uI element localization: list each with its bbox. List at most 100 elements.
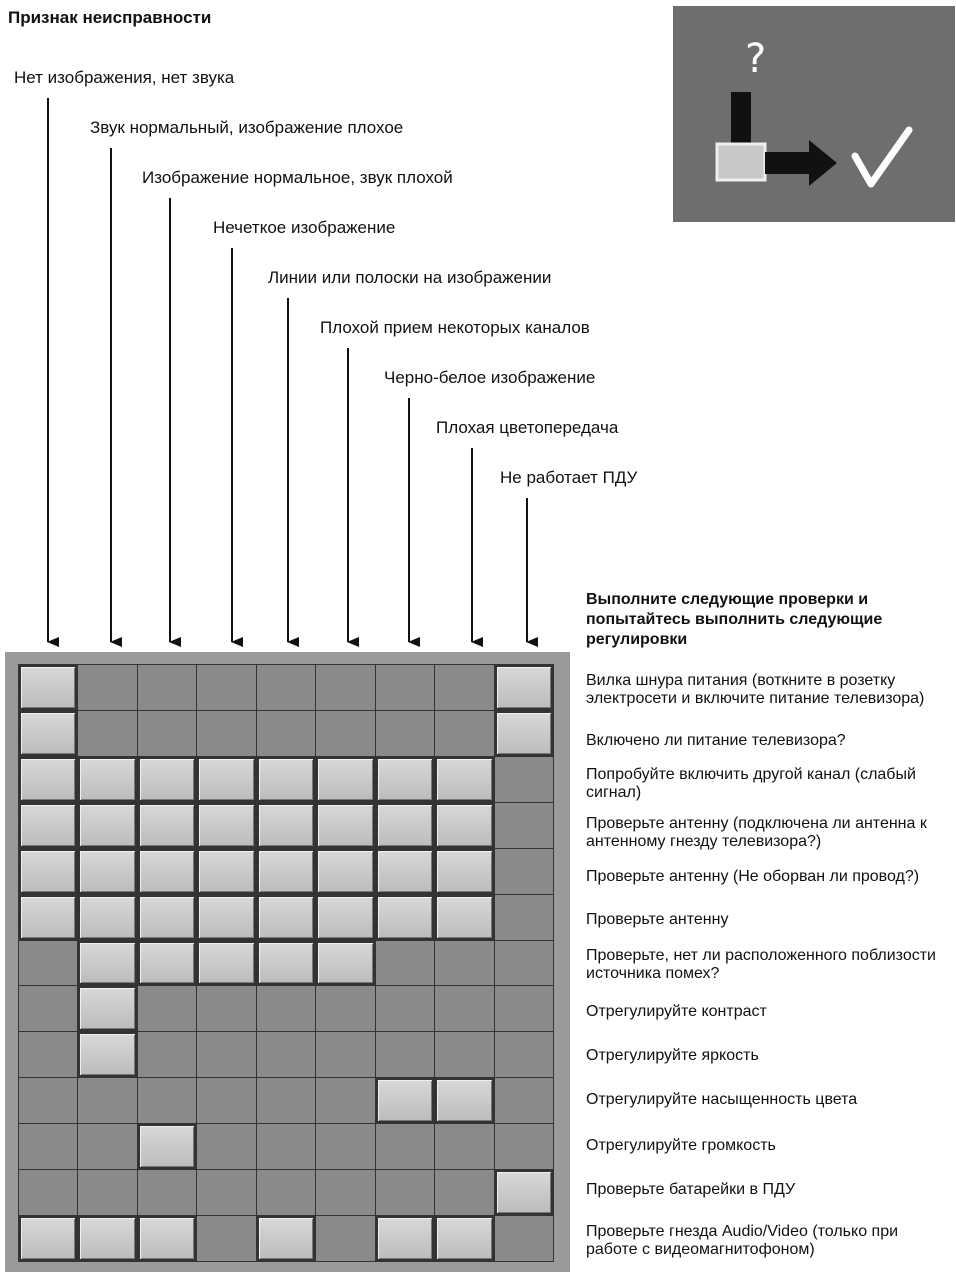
matrix-cell-marked <box>318 804 373 846</box>
symptom-label: Плохой прием некоторых каналов <box>320 318 590 337</box>
matrix-cell-empty <box>494 1078 553 1124</box>
matrix-cell-empty <box>494 986 553 1032</box>
matrix-cell-marked <box>318 758 373 800</box>
matrix-cell-empty <box>137 1078 197 1124</box>
matrix-cell-empty <box>435 1170 494 1216</box>
matrix-cell-marked <box>258 942 314 984</box>
matrix-cell-empty <box>375 665 435 710</box>
symptom-label: Нет изображения, нет звука <box>14 68 235 87</box>
matrix-cell-empty <box>19 940 78 986</box>
check-item: Проверьте антенну <box>586 911 729 928</box>
matrix-cell-marked <box>80 758 135 800</box>
arrow-head-icon <box>809 140 837 186</box>
matrix-cell-empty <box>435 1032 494 1078</box>
checks-header: Выполните следующие проверки и попытайте… <box>586 591 883 648</box>
matrix-cell-empty <box>316 1124 375 1170</box>
symptom-check-matrix <box>18 664 554 1262</box>
check-item: Включено ли питание телевизора? <box>586 732 846 749</box>
matrix-cell-marked <box>258 850 314 892</box>
matrix-cell-marked <box>496 712 551 754</box>
matrix-cell-empty <box>494 756 553 802</box>
matrix-cell-marked <box>437 758 492 800</box>
matrix-cell-empty <box>256 1124 316 1170</box>
matrix-cell-empty <box>197 1124 256 1170</box>
matrix-cell-empty <box>494 848 553 894</box>
matrix-cell-marked <box>139 942 195 984</box>
matrix-cell-empty <box>137 710 197 756</box>
matrix-cell-empty <box>256 710 316 756</box>
matrix-cell-marked <box>139 850 195 892</box>
matrix-cell-empty <box>435 940 494 986</box>
matrix-cell-empty <box>78 710 137 756</box>
matrix-cell-marked <box>21 667 76 708</box>
matrix-cell-marked <box>21 850 76 892</box>
matrix-cell-marked <box>21 1218 76 1259</box>
matrix-cell-empty <box>19 1124 78 1170</box>
symptom-label: Нечеткое изображение <box>213 218 396 237</box>
check-item: Попробуйте включить другой канал (слабый… <box>586 766 916 801</box>
matrix-cell-empty <box>494 1216 553 1261</box>
matrix-cell-empty <box>435 710 494 756</box>
post-bar-icon <box>731 92 751 144</box>
matrix-cell-marked <box>80 804 135 846</box>
matrix-cell-marked <box>258 1218 314 1259</box>
matrix-cell-empty <box>197 1032 256 1078</box>
check-item: Вилка шнура питания (воткните в розетку … <box>586 672 925 707</box>
matrix-cell-empty <box>494 1124 553 1170</box>
matrix-cell-marked <box>496 1172 551 1214</box>
symptom-label: Звук нормальный, изображение плохое <box>90 118 404 137</box>
matrix-cell-marked <box>377 758 433 800</box>
matrix-cell-empty <box>435 986 494 1032</box>
matrix-cell-marked <box>199 850 254 892</box>
matrix-cell-empty <box>78 1078 137 1124</box>
matrix-cell-marked <box>377 896 433 938</box>
matrix-cell-empty <box>435 665 494 710</box>
matrix-cell-empty <box>197 1078 256 1124</box>
matrix-cell-empty <box>137 665 197 710</box>
matrix-cell-marked <box>139 1126 195 1168</box>
matrix-cell-empty <box>316 1216 375 1261</box>
matrix-cell-empty <box>375 940 435 986</box>
matrix-cell-marked <box>199 758 254 800</box>
symptom-label: Плохая цветопередача <box>436 418 619 437</box>
matrix-cell-empty <box>494 940 553 986</box>
matrix-cell-empty <box>316 1032 375 1078</box>
matrix-cell-empty <box>19 986 78 1032</box>
matrix-cell-empty <box>375 986 435 1032</box>
page-title: Признак неисправности <box>8 8 212 27</box>
matrix-cell-empty <box>19 1032 78 1078</box>
matrix-cell-marked <box>21 758 76 800</box>
matrix-cell-marked <box>377 1218 433 1259</box>
matrix-cell-empty <box>494 894 553 940</box>
matrix-cell-empty <box>256 1170 316 1216</box>
matrix-cell-empty <box>316 710 375 756</box>
matrix-cell-empty <box>256 665 316 710</box>
matrix-cell-marked <box>139 1218 195 1259</box>
matrix-cell-empty <box>197 986 256 1032</box>
matrix-cell-empty <box>78 1124 137 1170</box>
matrix-cell-marked <box>199 804 254 846</box>
check-item: Проверьте антенну (подключена ли антенна… <box>586 815 927 850</box>
matrix-cell-marked <box>258 896 314 938</box>
check-item: Отрегулируйте громкость <box>586 1137 776 1154</box>
matrix-cell-empty <box>316 1078 375 1124</box>
matrix-cell-empty <box>137 986 197 1032</box>
symptom-label: Линии или полоски на изображении <box>268 268 552 287</box>
matrix-cell-marked <box>377 850 433 892</box>
matrix-cell-marked <box>80 988 135 1030</box>
matrix-cell-marked <box>318 850 373 892</box>
matrix-cell-empty <box>375 1032 435 1078</box>
matrix-cell-marked <box>80 1218 135 1259</box>
matrix-cell-empty <box>375 1124 435 1170</box>
matrix-cell-empty <box>78 1170 137 1216</box>
arrow-shaft-icon <box>765 152 811 174</box>
check-item: Проверьте, нет ли расположенного поблизо… <box>586 947 936 982</box>
matrix-cell-marked <box>258 804 314 846</box>
matrix-cell-empty <box>19 1170 78 1216</box>
matrix-cell-marked <box>80 850 135 892</box>
matrix-cell-empty <box>197 1216 256 1261</box>
matrix-cell-empty <box>316 665 375 710</box>
matrix-cell-marked <box>318 942 373 984</box>
matrix-cell-marked <box>139 896 195 938</box>
matrix-cell-marked <box>80 1034 135 1076</box>
